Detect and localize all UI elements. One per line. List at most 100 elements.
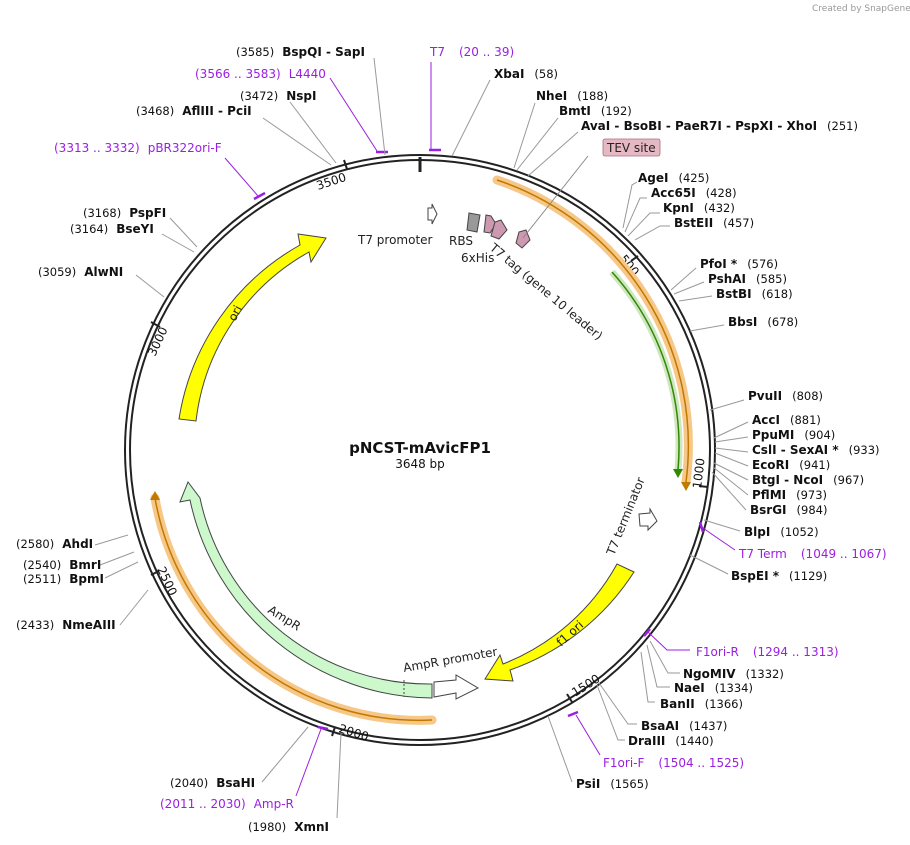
primer-label[interactable]: T7(20 .. 39) — [429, 45, 514, 59]
site-label[interactable]: DraIII(1440) — [628, 734, 714, 748]
primer-marker-f1ori-f — [567, 710, 579, 718]
ori-label: ori — [225, 303, 245, 323]
site-label[interactable]: BanII(1366) — [660, 697, 743, 711]
site-name: Acc65I — [651, 186, 696, 200]
site-name: EcoRI — [752, 458, 789, 472]
ampr-promoter-feature[interactable] — [433, 674, 480, 700]
leader-pspfi — [169, 217, 198, 248]
site-label[interactable]: (3164)BseYI — [70, 222, 154, 236]
site-label[interactable]: BmtI(192) — [559, 104, 632, 118]
site-position: (1437) — [689, 719, 727, 733]
site-label[interactable]: KpnI(432) — [663, 201, 735, 215]
site-label[interactable]: (3472)NspI — [240, 89, 317, 103]
leader-agei — [622, 181, 638, 229]
site-label[interactable]: (2511)BpmI — [23, 572, 104, 586]
leader-alwni — [135, 274, 165, 298]
leader-bsteii — [634, 225, 670, 241]
tev-box[interactable] — [602, 138, 661, 157]
plasmid-name: pNCST-mAvicFP1 — [349, 439, 491, 457]
site-label[interactable]: BtgI - NcoI(967) — [752, 473, 864, 487]
t7-tag-feature[interactable] — [490, 219, 508, 240]
primer-label[interactable]: F1ori-R(1294 .. 1313) — [696, 645, 839, 659]
site-name: AlwNI — [84, 265, 123, 279]
site-label[interactable]: CslI - SexAI *(933) — [752, 443, 880, 457]
site-label[interactable]: (2433)NmeAIII — [16, 618, 116, 632]
site-label[interactable]: (3468)AflIII - PciI — [136, 104, 252, 118]
ampr-feature[interactable] — [179, 480, 433, 699]
site-label[interactable]: (3059)AlwNI — [38, 265, 123, 279]
primer-label[interactable]: (3313 .. 3332)pBR322ori-F — [54, 141, 222, 155]
site-label[interactable]: (3585)BspQI - SapI — [236, 45, 365, 59]
site-label[interactable]: BbsI(678) — [728, 315, 798, 329]
features: ori f1 ori AmpR AmpR promoter T7 termina… — [150, 138, 693, 725]
amp-orf-arc — [154, 497, 433, 722]
site-position: (1565) — [610, 777, 648, 791]
primer-name: L4440 — [289, 67, 326, 81]
site-label[interactable]: (2040)BsaHI — [170, 776, 255, 790]
tev-feature[interactable] — [515, 229, 531, 249]
site-label[interactable]: AvaI - BsoBI - PaeR7I - PspXI - XhoI(251… — [581, 119, 858, 133]
primer-label[interactable]: F1ori-F(1504 .. 1525) — [603, 756, 744, 770]
rbs-feature[interactable] — [466, 212, 481, 233]
primer-labels: T7(20 .. 39) (3566 .. 3583)L4440 (3313 .. … — [54, 45, 887, 811]
site-label[interactable]: AccI(881) — [752, 413, 821, 427]
site-label[interactable]: BstBI(618) — [716, 287, 793, 301]
site-position: (904) — [804, 428, 835, 442]
t7-promoter-feature[interactable] — [427, 203, 438, 225]
leader-f1ori-f — [575, 714, 601, 756]
tick-500 — [630, 255, 639, 262]
orf-arc — [496, 179, 690, 483]
site-name: BspQI - SapI — [282, 45, 365, 59]
site-label[interactable]: BsrGI(984) — [750, 503, 827, 517]
site-name: BlpI — [744, 525, 770, 539]
site-label[interactable]: EcoRI(941) — [752, 458, 830, 472]
site-label[interactable]: AgeI(425) — [638, 171, 709, 185]
site-label[interactable]: BsaAI(1437) — [641, 719, 727, 733]
ori-feature[interactable] — [178, 233, 327, 422]
site-name: BstEII — [674, 216, 713, 230]
site-name: BspEI * — [731, 569, 780, 583]
primer-label[interactable]: (2011 .. 2030)Amp-R — [160, 797, 294, 811]
site-name: AhdI — [62, 537, 93, 551]
leader-ampr — [295, 728, 322, 797]
primer-range: (1294 .. 1313) — [753, 645, 839, 659]
site-label[interactable]: NgoMIV(1332) — [683, 667, 784, 681]
site-label[interactable]: Acc65I(428) — [651, 186, 737, 200]
primer-label[interactable]: (3566 .. 3583)L4440 — [195, 67, 326, 81]
leader-nhei — [513, 102, 536, 169]
site-label[interactable]: PshAI(585) — [708, 272, 787, 286]
site-label[interactable]: PflMI(973) — [752, 488, 827, 502]
site-position: (967) — [833, 473, 864, 487]
site-label[interactable]: (1980)XmnI — [248, 820, 329, 834]
site-label[interactable]: BspEI *(1129) — [731, 569, 827, 583]
site-label[interactable]: PpuMI(904) — [752, 428, 835, 442]
leader-xbai — [451, 79, 491, 157]
site-position: (1334) — [715, 681, 753, 695]
f1-ori-feature[interactable] — [484, 563, 635, 682]
site-label[interactable]: BlpI(1052) — [744, 525, 819, 539]
site-label[interactable]: PfoI *(576) — [700, 257, 778, 271]
orf-arrowhead — [681, 482, 691, 491]
site-position: (1440) — [675, 734, 713, 748]
site-label[interactable]: (2540)BmrI — [23, 558, 101, 572]
site-name: PflMI — [752, 488, 786, 502]
site-label[interactable]: (2580)AhdI — [16, 537, 93, 551]
site-label[interactable]: XbaI(58) — [494, 67, 558, 81]
leader-f1ori-r — [647, 631, 690, 651]
site-name: AccI — [752, 413, 780, 427]
site-position: (678) — [767, 315, 798, 329]
site-label[interactable]: NheI(188) — [536, 89, 608, 103]
site-label[interactable]: (3168)PspFI — [83, 206, 166, 220]
leader-bmri — [99, 551, 135, 566]
tick-1000 — [698, 485, 709, 488]
leader-t7term — [702, 527, 736, 551]
tick-2000 — [331, 726, 336, 737]
site-label[interactable]: BstEII(457) — [674, 216, 754, 230]
primer-label[interactable]: T7 Term(1049 .. 1067) — [738, 547, 887, 561]
site-label[interactable]: NaeI(1334) — [674, 681, 753, 695]
site-label[interactable]: PsiI(1565) — [576, 777, 649, 791]
site-position: (933) — [849, 443, 880, 457]
site-label[interactable]: PvuII(808) — [748, 389, 823, 403]
leader-nspi — [289, 101, 337, 164]
t7-terminator-feature[interactable] — [638, 507, 658, 532]
